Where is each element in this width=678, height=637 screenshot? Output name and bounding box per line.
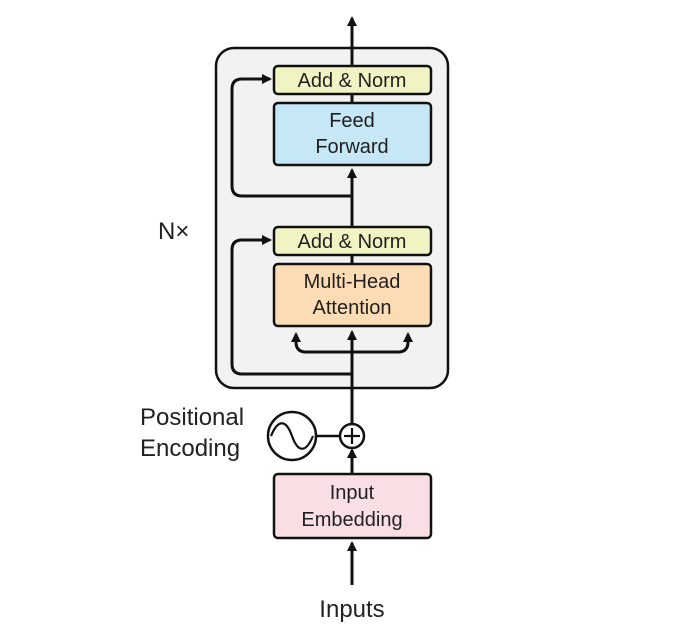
sine-wave-icon [269,422,315,450]
multi-head-attention-block [272,262,433,328]
multi-head-attention-label-line2: Attention [313,297,392,319]
attention-input-branch-left [291,332,352,354]
positional-encoding-label-line1: Positional [140,404,244,431]
input-embedding-label-line1: Input [330,482,375,504]
feed-forward-block [272,101,433,167]
residual-connection-lower [230,235,352,376]
attention-input-branch-right [352,332,413,354]
add-norm-top-block [272,64,433,96]
input-embedding-label-line2: Embedding [301,509,402,531]
repeat-label: N× [158,218,189,245]
add-norm-top-label: Add & Norm [298,70,407,92]
feed-forward-label-line2: Forward [315,136,388,158]
multi-head-attention-label-line1: Multi-Head [304,271,401,293]
positional-encoding-label-line2: Encoding [140,435,240,462]
residual-connection-upper [230,74,352,198]
encoder-stack-container [214,46,450,390]
input-embedding-block [272,472,433,540]
feed-forward-label-line1: Feed [329,110,375,132]
inputs-label: Inputs [319,596,384,623]
add-norm-bottom-block [272,225,433,257]
add-norm-bottom-label: Add & Norm [298,231,407,253]
